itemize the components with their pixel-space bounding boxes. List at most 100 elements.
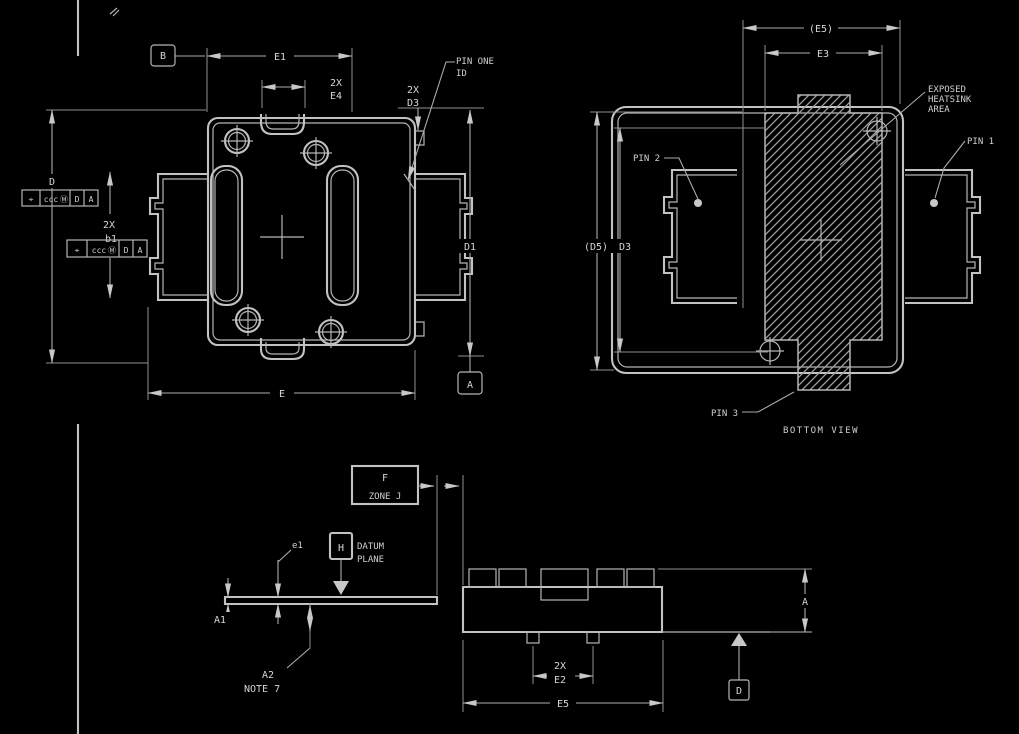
feature-control-frame-1: ⌖ ccc Ⓜ D A xyxy=(21,189,99,207)
dim-label-d5-ref: (D5) xyxy=(584,242,608,253)
dim-label-e: E xyxy=(279,389,285,400)
dim-label-e5: E5 xyxy=(557,699,569,710)
pin2-label: PIN 2 xyxy=(633,154,660,164)
a2-leader xyxy=(286,647,311,669)
side-view: F ZONE J H DATUM PLANE e1 A1 A2 NOTE 7 xyxy=(212,464,814,712)
exposed-note-leader xyxy=(839,91,926,166)
polarity-tab-top xyxy=(259,114,306,136)
package-body-outline xyxy=(206,116,417,347)
exposed-heatsink-area xyxy=(764,94,883,391)
package-body-inner-outline xyxy=(212,122,411,341)
boss-target-bottom-right xyxy=(315,316,347,348)
datum-plane-l1: DATUM xyxy=(357,542,385,552)
fcf1-tolerance: ccc xyxy=(44,195,59,204)
label-bg xyxy=(42,174,62,188)
edge-step-features xyxy=(415,130,425,337)
boss-target-top-right xyxy=(300,137,332,169)
dim-label-d1: D1 xyxy=(464,242,476,253)
top-view: E1 B 2X E4 2X D3 PIN ONE ID D D1 A xyxy=(21,44,494,400)
dim-label-e1: E1 xyxy=(274,52,286,63)
fcf2-datum-ref-2: A xyxy=(138,246,143,255)
module-body xyxy=(461,585,664,634)
fcf1-datum-ref-1: D xyxy=(75,195,80,204)
zone-note-label: ZONE J xyxy=(369,492,402,502)
dim-label-f: F xyxy=(382,473,388,484)
connector-bump xyxy=(596,568,625,588)
fcf1-datum-ref-2: A xyxy=(89,195,94,204)
boss-target-top-left xyxy=(221,125,253,157)
label-bg xyxy=(804,21,838,35)
connector-profile-left xyxy=(148,172,208,302)
connector-profile-right-inner xyxy=(905,174,976,299)
revision-mark xyxy=(109,7,120,17)
qty-label-b1: 2X xyxy=(103,220,115,231)
connector-bump xyxy=(468,568,497,588)
slot-left-inner xyxy=(214,169,239,302)
fcf1-modifier: Ⓜ xyxy=(60,195,68,204)
note7-label: NOTE 7 xyxy=(244,684,280,695)
dim-label-a1: A1 xyxy=(214,615,226,626)
pin1-label: PIN 1 xyxy=(967,137,994,147)
dim-label-a2: A2 xyxy=(262,670,274,681)
slot-left xyxy=(209,164,244,307)
label-bg xyxy=(550,696,576,710)
connector-profile-left xyxy=(662,168,737,305)
datum-d-label: D xyxy=(736,686,742,697)
polarity-tab-bottom-inner xyxy=(265,342,300,355)
f-zone-box xyxy=(350,464,420,506)
connector-profile-right xyxy=(415,172,474,302)
fcf1-symbol: ⌖ xyxy=(29,195,34,204)
dim-label-e3: E3 xyxy=(817,49,829,60)
fcf2-modifier: Ⓜ xyxy=(108,246,116,255)
fcf2-tolerance: ccc xyxy=(92,246,107,255)
label-bg xyxy=(810,46,836,60)
label-bg xyxy=(549,659,572,686)
pin-one-chamfer xyxy=(403,173,416,191)
pin1-leader xyxy=(934,140,966,199)
fcf2-symbol: ⌖ xyxy=(75,246,80,255)
label-bg xyxy=(270,386,294,400)
connector-profile-right-inner xyxy=(415,178,468,296)
qty-label-e4: 2X xyxy=(330,78,342,89)
connector-bump xyxy=(498,568,527,588)
connector-bump xyxy=(626,568,655,588)
flex-plate xyxy=(223,595,439,606)
e1-leader xyxy=(277,549,292,563)
pin3-label: PIN 3 xyxy=(711,409,738,419)
datum-d-box xyxy=(728,679,750,701)
heatsink-target-bottom-left xyxy=(756,337,784,365)
datum-a-box xyxy=(457,371,483,395)
pin-one-note-l2: ID xyxy=(456,69,467,79)
datum-plane-l2: PLANE xyxy=(357,555,384,565)
slot-right xyxy=(325,164,360,307)
qty-label-e2: 2X xyxy=(554,661,566,672)
dim-label-a: A xyxy=(802,597,808,608)
dim-label-d3: D3 xyxy=(619,242,631,253)
dim-label-e1-small: e1 xyxy=(292,541,303,551)
bottom-view-caption: BOTTOM VIEW xyxy=(783,426,859,436)
exposed-note-l2: HEATSINK xyxy=(928,95,972,105)
dim-label-d3: D3 xyxy=(407,98,419,109)
label-bg xyxy=(266,49,294,63)
datum-b-label: B xyxy=(160,51,166,62)
connector-profile-left-inner xyxy=(154,178,208,296)
feature-control-frame-2: ⌖ ccc Ⓜ D A xyxy=(66,239,148,258)
datum-h-label: H xyxy=(338,543,344,554)
boss-target-bottom-left xyxy=(232,304,264,336)
pin-stub xyxy=(526,631,540,644)
polarity-tab-bottom xyxy=(259,338,306,361)
qty-label-d3: 2X xyxy=(407,85,419,96)
datum-h-triangle xyxy=(333,581,349,595)
datum-a-label: A xyxy=(467,380,473,391)
center-block xyxy=(540,568,589,601)
dim-label-e4: E4 xyxy=(330,91,342,102)
fcf2-datum-ref-1: D xyxy=(124,246,129,255)
connector-profile-left-inner xyxy=(668,174,737,299)
label-bg xyxy=(613,239,637,253)
pin-stub xyxy=(586,631,600,644)
pin-one-note-l1: PIN ONE xyxy=(456,57,494,67)
datum-d-triangle xyxy=(731,633,747,646)
pin3-leader xyxy=(742,391,795,413)
